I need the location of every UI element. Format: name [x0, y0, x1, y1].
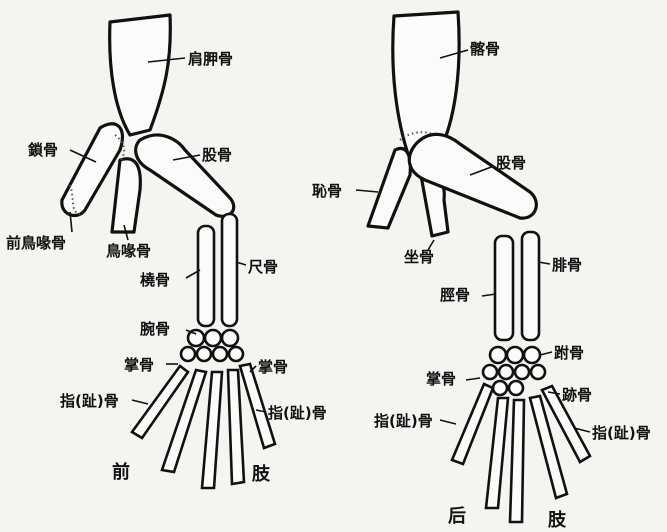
- label-phalanges-left: 指(趾)骨: [60, 392, 119, 410]
- coracoid-bone: [112, 159, 140, 232]
- label-metatarsals-right: 跡骨: [562, 386, 592, 404]
- tibia-bone: [495, 236, 513, 340]
- label-procoracoid: 前鳥喙骨: [6, 234, 66, 252]
- hindlimb-labels: 髂骨 恥骨 股骨 坐骨 腓骨 脛骨 跗骨 掌骨 跡骨 指(趾)骨 指(趾)骨 后…: [312, 40, 651, 531]
- label-femur: 股骨: [496, 154, 526, 172]
- label-hind-phalanges-right: 指(趾)骨: [592, 424, 651, 442]
- caption-fore-left: 前: [112, 461, 130, 483]
- radius-bone: [198, 226, 214, 326]
- label-humerus: 股骨: [202, 146, 232, 164]
- carpal-bones: [181, 330, 243, 361]
- label-ulna: 尺骨: [248, 258, 278, 276]
- label-metacarpals-left: 掌骨: [124, 356, 154, 374]
- label-carpals: 腕骨: [140, 320, 170, 338]
- label-metacarpals-right: 掌骨: [258, 358, 288, 376]
- label-ilium: 髂骨: [470, 40, 500, 58]
- forelimb: [62, 15, 275, 488]
- caption-hind-left: 后: [448, 506, 466, 527]
- label-phalanges-right: 指(趾)骨: [268, 404, 327, 422]
- caption-fore-right: 肢: [252, 463, 271, 485]
- hind-digits: [452, 384, 590, 522]
- clavicle-bone: [62, 124, 123, 216]
- label-coracoid: 鳥喙骨: [106, 242, 151, 260]
- caption-hind-right: 肢: [548, 509, 567, 531]
- label-tarsals: 跗骨: [554, 344, 584, 362]
- forelimb-labels: 肩胛骨 鎖骨 股骨 前鳥喙骨 鳥喙骨 橈骨 尺骨 腕骨 掌骨 掌骨 指(趾)骨 …: [6, 50, 327, 485]
- label-ischium: 坐骨: [404, 248, 434, 266]
- label-tibia: 脛骨: [440, 286, 470, 304]
- label-metatarsals: 掌骨: [426, 370, 456, 388]
- label-fibula: 腓骨: [552, 256, 582, 274]
- fibula-bone: [522, 232, 539, 340]
- label-scapula: 肩胛骨: [188, 50, 233, 68]
- label-hind-phalanges-left: 指(趾)骨: [374, 412, 433, 430]
- label-pubis: 恥骨: [312, 182, 342, 200]
- scapula-bone: [110, 15, 171, 135]
- label-clavicle: 鎖骨: [28, 141, 58, 159]
- pubis-bone: [368, 148, 410, 228]
- ulna-bone: [222, 214, 237, 326]
- label-radius: 橈骨: [140, 271, 170, 289]
